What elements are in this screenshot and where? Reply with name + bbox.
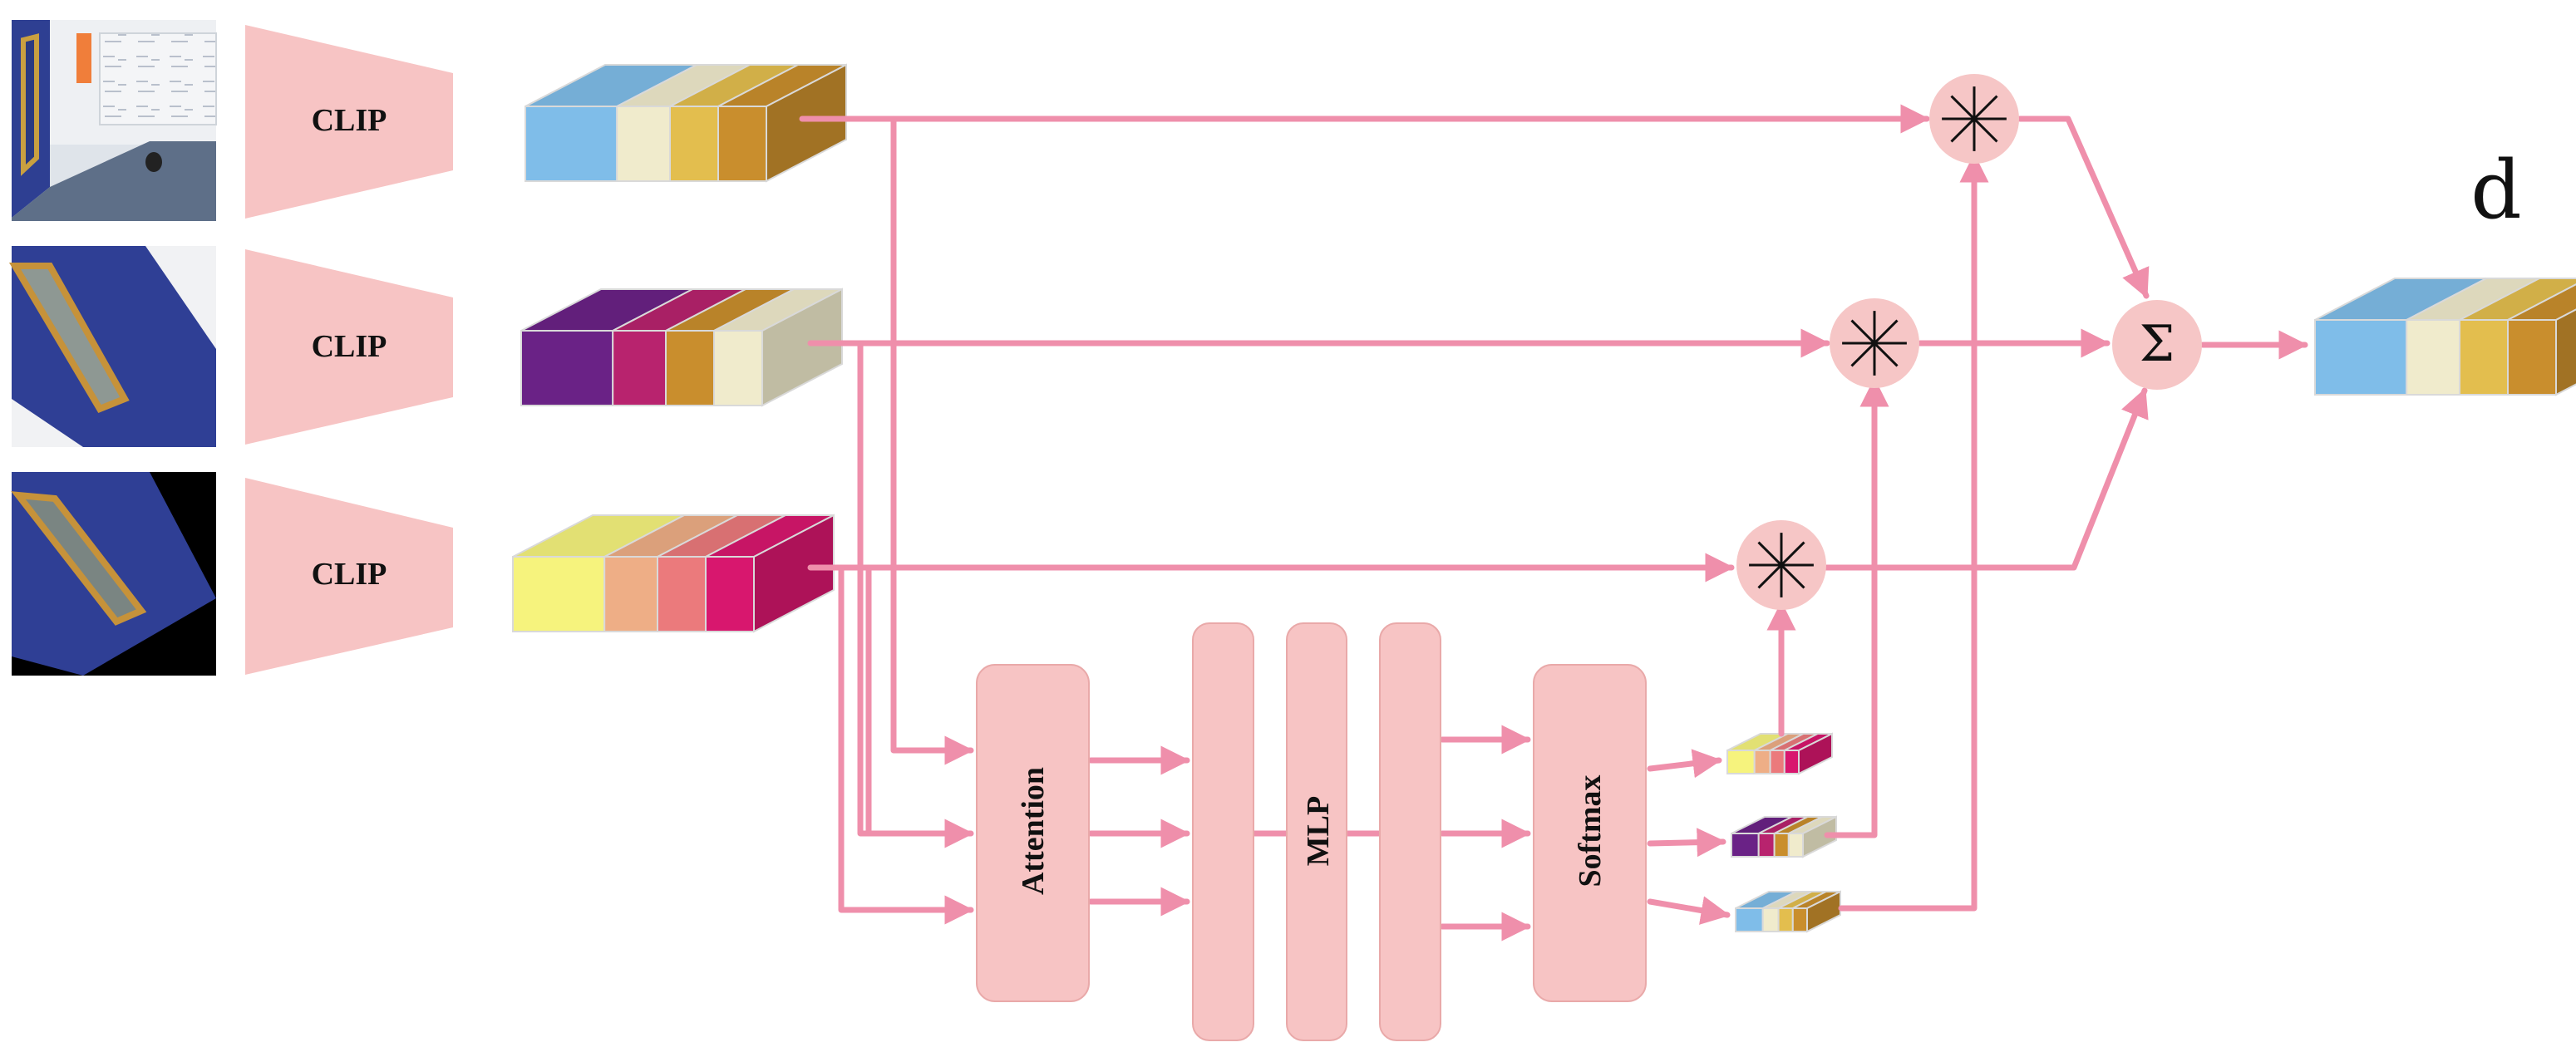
block-stripe-front xyxy=(1783,750,1800,774)
input-image-2 xyxy=(8,246,216,447)
block-stripe-front xyxy=(512,556,606,632)
arrow-mult3-to-sum xyxy=(1821,387,2149,571)
input-image-1 xyxy=(12,20,217,221)
block-stripe-front xyxy=(1769,750,1785,774)
block-side xyxy=(1798,732,1833,775)
block-stripe-front xyxy=(669,106,719,182)
mlp-module: MLP xyxy=(1192,622,1441,1041)
block-stripe-front xyxy=(520,330,614,406)
block-side xyxy=(1802,815,1837,858)
arrow-softmax-to-weight-1 xyxy=(1647,749,1722,779)
block-stripe-front xyxy=(1761,907,1780,932)
block-stripe-front xyxy=(713,330,763,406)
multiply-node-3 xyxy=(1736,520,1826,610)
block-stripe-front xyxy=(1773,833,1790,858)
weight-block-2 xyxy=(1731,815,1837,858)
block-stripe-front xyxy=(657,556,707,632)
arrow-weight2-to-mult2 xyxy=(1824,377,1889,838)
arrow-weight3-to-mult1 xyxy=(1838,153,1989,912)
attention-module: Attention xyxy=(976,664,1090,1002)
clip-label-3: CLIP xyxy=(312,557,387,592)
clip-encoder-3: CLIP xyxy=(245,478,453,675)
block-stripe-front xyxy=(717,106,767,182)
flow-arrows xyxy=(799,104,2308,941)
arrow-feature2-to-attention xyxy=(857,340,974,848)
clip-encoder-1: CLIP xyxy=(245,25,453,219)
block-stripe-front xyxy=(2314,319,2408,396)
arrow-softmax-to-weight-2 xyxy=(1647,828,1726,858)
block-stripe-front xyxy=(1726,750,1756,774)
softmax-label: Softmax xyxy=(1573,774,1608,887)
feature-block-3 xyxy=(512,514,835,633)
block-stripe-front xyxy=(1787,833,1804,858)
multiply-star-stroke xyxy=(1757,541,1805,589)
arrow-feature3-to-attention xyxy=(838,564,974,925)
block-stripe-front xyxy=(1731,833,1760,858)
arrow-feature1-to-attention xyxy=(890,116,974,765)
arrow-mult1-to-sum xyxy=(2017,116,2150,299)
block-stripe-front xyxy=(1753,750,1771,774)
multiply-star-stroke xyxy=(1850,319,1899,367)
mlp-label: MLP xyxy=(1301,796,1336,866)
block-side xyxy=(753,514,835,633)
block-stripe-front xyxy=(1777,907,1794,932)
attention-label: Attention xyxy=(1016,767,1051,895)
block-stripe-front xyxy=(1791,907,1808,932)
clip-encoder-2: CLIP xyxy=(245,249,453,445)
block-side xyxy=(761,288,843,407)
softmax-module: Softmax xyxy=(1533,664,1647,1002)
feature-block-2 xyxy=(520,288,843,407)
block-stripe-front xyxy=(603,556,658,632)
block-stripe-front xyxy=(2507,319,2557,396)
multiply-node-1 xyxy=(1929,74,2019,164)
block-stripe-front xyxy=(1735,907,1764,932)
block-stripe-front xyxy=(616,106,671,182)
weight-block-3 xyxy=(1735,890,1841,933)
weight-block-1 xyxy=(1726,732,1833,775)
block-side xyxy=(766,63,847,183)
sum-symbol: Σ xyxy=(2140,315,2175,373)
output-feature-block xyxy=(2314,278,2576,396)
block-stripe-front xyxy=(665,330,715,406)
input-image-3 xyxy=(11,472,216,676)
block-stripe-front xyxy=(705,556,755,632)
block-stripe-front xyxy=(2406,319,2460,396)
multiply-node-2 xyxy=(1830,298,1919,388)
block-stripe-front xyxy=(1757,833,1776,858)
block-stripe-front xyxy=(2459,319,2509,396)
block-side xyxy=(1806,890,1841,933)
block-stripe-front xyxy=(525,106,618,182)
sum-node: Σ xyxy=(2112,300,2202,390)
block-side xyxy=(2555,308,2576,396)
arrow-softmax-to-weight-3 xyxy=(1647,896,1731,925)
output-letter: d xyxy=(2470,144,2521,237)
feature-block-1 xyxy=(525,63,847,183)
multiply-star-stroke xyxy=(1950,95,1998,143)
block-stripe-front xyxy=(612,330,667,406)
clip-label-2: CLIP xyxy=(312,329,387,364)
clip-label-1: CLIP xyxy=(312,103,387,138)
